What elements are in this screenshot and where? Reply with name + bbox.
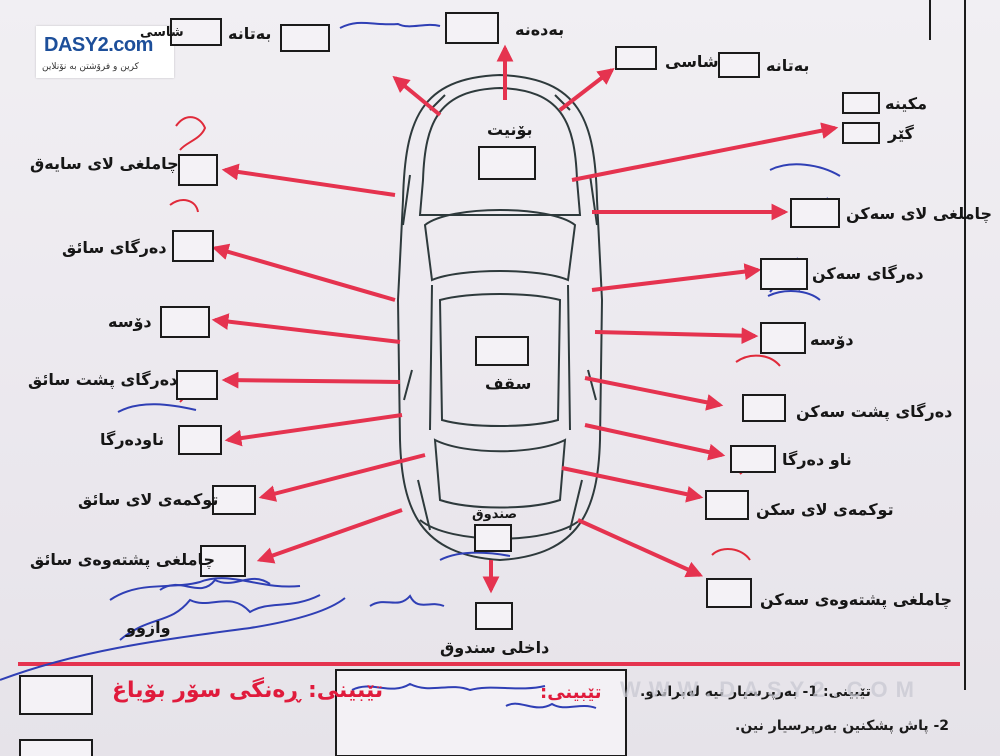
checkbox-door-fl[interactable] [172, 230, 214, 262]
label-fender-rr: چاملغی پشتەوەی سەکن [760, 590, 953, 609]
label-sill-r: دۆسە [810, 330, 854, 349]
logo-tagline: کرین و فرۆشتن بە نۆنلاین [42, 62, 139, 72]
label-bumper-r: توکمەی لای سکن [756, 500, 894, 519]
color-note-title: تێبینی: ڕەنگی سۆر بۆیاغ [112, 678, 384, 703]
label-door-rl: دەرگای پشت سائق [28, 370, 178, 389]
checkbox-fender-rr[interactable] [706, 578, 752, 608]
dasy2-logo[interactable]: DASY2.com کرین و فرۆشتن بە نۆنلاین [36, 26, 174, 78]
label-sill-l: دۆسە [108, 312, 152, 331]
checkbox-door-rr[interactable] [742, 394, 786, 422]
label-door-fr: دەرگای سەکن [812, 264, 924, 283]
checkbox-inner-door-l[interactable] [178, 425, 222, 455]
label-hood: بۆنیت [487, 120, 533, 139]
checkbox-engine[interactable] [842, 92, 880, 114]
label-fender-rl: چاملغی پشتەوەی سائق [30, 550, 216, 569]
checkbox-fender-fl[interactable] [178, 154, 218, 186]
checkbox-batana-left[interactable] [280, 24, 330, 52]
notes-box [335, 669, 627, 756]
checkbox-inner-door-r[interactable] [730, 445, 776, 473]
label-gear: گێر [888, 124, 914, 143]
checkbox-bumper-front[interactable] [445, 12, 499, 44]
checkbox-gear[interactable] [842, 122, 880, 144]
checkbox-roof[interactable] [475, 336, 529, 366]
checkbox-fender-rl[interactable] [200, 545, 246, 577]
label-fender-fl: چاملغی لای سایەق [30, 154, 179, 173]
label-batana-left: بەتانە [228, 24, 272, 43]
checkbox-batana-right[interactable] [718, 52, 760, 78]
checkbox-door-rl[interactable] [176, 370, 218, 400]
checkbox-chassis-right[interactable] [615, 46, 657, 70]
label-trunk: صندوق [472, 507, 518, 522]
checkbox-trunk-inside[interactable] [475, 602, 513, 630]
note-line-1: تێبینی: 1- بەرپرسیار نیە لەبراندو. [640, 684, 871, 700]
watermark: WWW.DASY2.COM [620, 677, 922, 702]
checkbox-trunk[interactable] [474, 524, 512, 552]
label-inner-door-l: ناودەرگا [100, 430, 165, 449]
checkbox-fender-fr[interactable] [790, 198, 840, 228]
checkbox-chassis-left[interactable] [170, 18, 222, 46]
label-door-fl: دەرگای سائق [62, 238, 167, 257]
notes-box-title: تێبینی: [540, 682, 602, 703]
pointer-arrows [211, 44, 839, 594]
bottom-left-box [19, 739, 93, 756]
car-outline [396, 73, 604, 562]
checkbox-bumper-r[interactable] [705, 490, 749, 520]
label-fender-fr: چاملغی لای سەکن [846, 204, 993, 223]
label-bumper-front: بەدەنە [515, 20, 565, 39]
logo-text: DASY2.com [44, 34, 153, 56]
label-trunk-inside: داخلی سندوق [440, 638, 550, 657]
checkbox-sill-l[interactable] [160, 306, 210, 338]
label-batana-right: بەتانە [766, 56, 810, 75]
label-door-rr: دەرگای پشت سەکن [796, 402, 953, 421]
label-roof: سقف [485, 374, 532, 393]
color-note-box [19, 675, 93, 715]
label-bumper-l: توکمەی لای سائق [78, 490, 219, 509]
checkbox-hood[interactable] [478, 146, 536, 180]
checkbox-door-fr[interactable] [760, 258, 808, 290]
label-inner-door-r: ناو دەرگا [782, 450, 852, 469]
label-chassis-left: شاسی [140, 25, 184, 40]
label-engine: مکینە [885, 94, 927, 113]
note-line-2: 2- پاش پشکنین بەرپرسیار نین. [735, 718, 950, 734]
label-chassis-right: شاسی [665, 52, 719, 71]
label-signature: وازوو [126, 618, 171, 637]
checkbox-sill-r[interactable] [760, 322, 806, 354]
checkbox-bumper-l[interactable] [212, 485, 256, 515]
